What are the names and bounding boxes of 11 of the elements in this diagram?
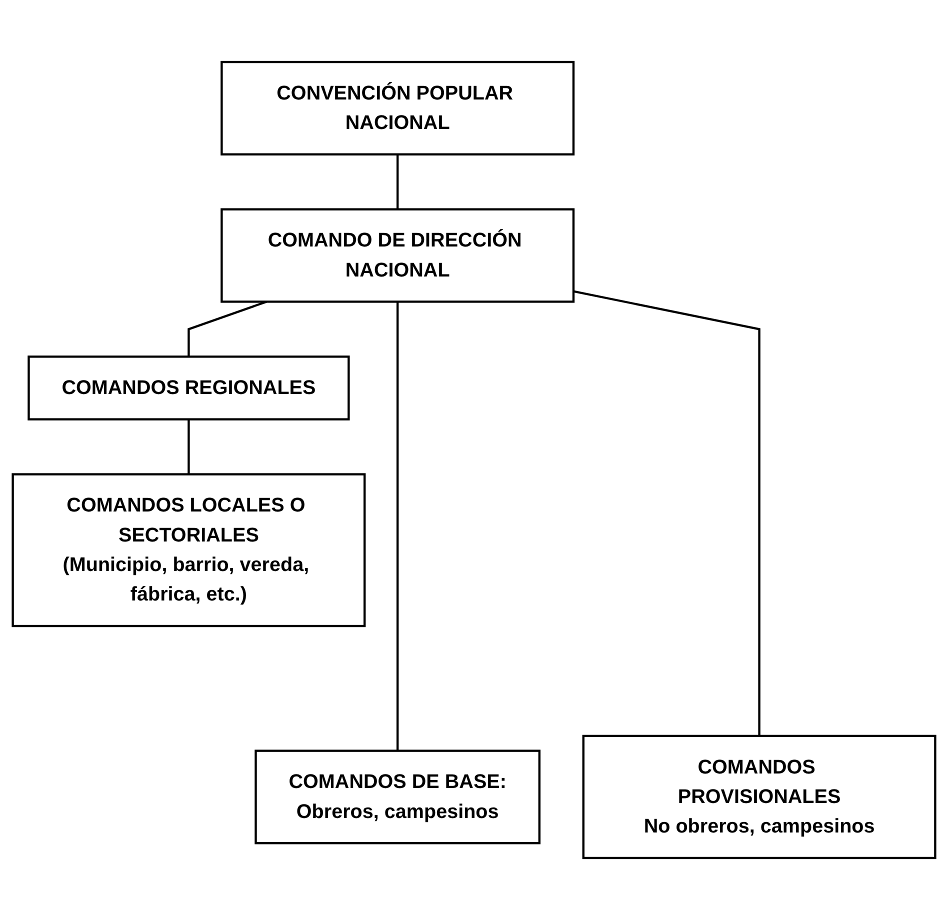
connector (188, 300, 268, 357)
connector (573, 290, 760, 736)
connector (396, 154, 399, 210)
node-box: COMANDOS PROVISIONALES No obreros, campesinos (582, 734, 936, 860)
node-box: COMANDOS DE BASE: Obreros, campesinos (254, 750, 541, 844)
node-box: COMANDO DE DIRECCIÓN NACIONAL (220, 208, 575, 303)
connector (188, 419, 190, 474)
node-box: COMANDOS REGIONALES (28, 356, 350, 420)
node-box: COMANDOS LOCALES O SECTORIALES (Municipio, barrio, vereda, fábrica, etc.) (12, 473, 366, 628)
node-box: CONVENCIÓN POPULAR NACIONAL (220, 60, 575, 156)
connector (396, 302, 399, 751)
